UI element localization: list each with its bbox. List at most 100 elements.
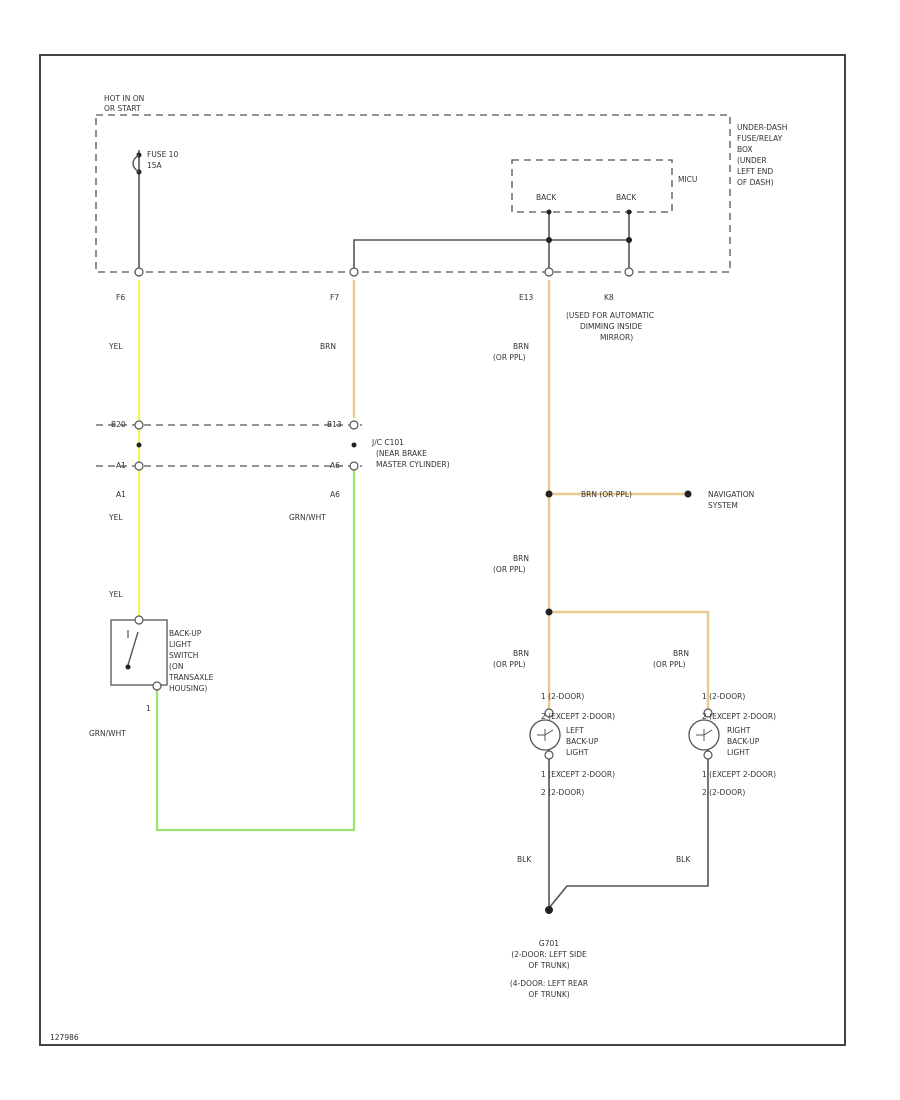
switch-label-line1: BACK-UP [169, 629, 202, 638]
switch-label-line5: TRANSAXLE [168, 673, 214, 682]
switch-label-line3: SWITCH [169, 651, 198, 660]
pin-a6 [349, 461, 359, 471]
left-light-pin-top-2: 2 (EXCEPT 2-DOOR) [541, 712, 615, 721]
splice-node [546, 237, 552, 243]
box-label-line1: UNDER-DASH [737, 123, 787, 132]
right-light-pin-bottom-2: 2 (2-DOOR) [702, 788, 745, 797]
micu-pin2-label: BACK [616, 193, 637, 202]
right-light-pin-top [703, 708, 713, 718]
used-for-line1: (USED FOR AUTOMATIC [566, 311, 654, 320]
switch-label-line2: LIGHT [169, 640, 192, 649]
fuse-name: FUSE 10 [147, 150, 178, 159]
right-light-label-2: BACK-UP [727, 737, 760, 746]
pin-b13 [349, 420, 359, 430]
hot-label-line2: OR START [104, 104, 141, 113]
pin-f7-label: F7 [330, 293, 339, 302]
pin-f6 [134, 267, 144, 277]
right-light-label-3: LIGHT [727, 748, 750, 757]
left-light-pin-bottom [544, 750, 554, 760]
micu-label: MICU [678, 175, 697, 184]
internal-bus-wire [353, 239, 629, 272]
box-label-line5: LEFT END [737, 167, 773, 176]
wire-label-grn-wht: GRN/WHT [289, 513, 326, 522]
connector-node [136, 442, 142, 448]
box-label-line2: FUSE/RELAY [737, 134, 783, 143]
wire-label-yel2: YEL [108, 513, 123, 522]
pin-a6-repeat-label: A6 [330, 490, 340, 499]
micu-outline [511, 159, 673, 213]
pin-a6-label: A6 [330, 461, 340, 470]
wire-label-brn2-l1: BRN [513, 342, 529, 351]
pin-a1 [134, 461, 144, 471]
navigation-label-line1: NAVIGATION [708, 490, 754, 499]
switch-pin-label: 1 [146, 704, 151, 713]
right-light-label-1: RIGHT [727, 726, 751, 735]
figure-id: 127986 [50, 1033, 79, 1042]
ground-label-5: OF TRUNK) [528, 990, 569, 999]
ground-label-2: (2-DOOR: LEFT SIDE [511, 950, 587, 959]
right-bulb-filament [696, 729, 713, 741]
wire-label-blk-right: BLK [676, 855, 691, 864]
micu-pin1-label: BACK [536, 193, 557, 202]
wire-label-brn: BRN [320, 342, 336, 351]
left-light-pin-bottom-1: 1 (EXCEPT 2-DOOR) [541, 770, 615, 779]
right-light-pin-bottom [703, 750, 713, 760]
switch-node [125, 664, 131, 670]
pin-k8 [624, 267, 634, 277]
right-light-pin-top-1: 1 (2-DOOR) [702, 692, 745, 701]
used-for-line3: MIRROR) [600, 333, 633, 342]
left-light-pin-top [544, 708, 554, 718]
left-light-label-2: BACK-UP [566, 737, 599, 746]
navigation-terminal [684, 490, 692, 498]
connector-label-line1: J/C C101 [371, 438, 404, 447]
wire-label-brn5-l2: (OR PPL) [653, 660, 686, 669]
wire-label-brn3-l1: BRN [513, 554, 529, 563]
wire-label-brn2-l2: (OR PPL) [493, 353, 526, 362]
switch-icon [127, 631, 139, 666]
pin-f6-label: F6 [116, 293, 125, 302]
switch-label-line4: (ON [169, 662, 183, 671]
pin-b20 [134, 420, 144, 430]
wire-label-yel3: YEL [108, 590, 123, 599]
box-label-line3: BOX [737, 145, 753, 154]
ground-label-4: (4-DOOR: LEFT REAR [510, 979, 588, 988]
wire-label-brn4-l1: BRN [513, 649, 529, 658]
pin-a1-label: A1 [116, 461, 126, 470]
ground-label-3: OF TRUNK) [528, 961, 569, 970]
wire-label-brn5-l1: BRN [673, 649, 689, 658]
diagram-frame [39, 54, 846, 1046]
wire-label-yel: YEL [108, 342, 123, 351]
pin-k8-label: K8 [604, 293, 614, 302]
ground-label-1: G701 [539, 939, 559, 948]
box-label-line4: (UNDER [737, 156, 767, 165]
fuse-icon [132, 154, 140, 173]
left-light-pin-top-1: 1 (2-DOOR) [541, 692, 584, 701]
switch-pin-bottom [152, 681, 162, 691]
pin-e13-label: E13 [519, 293, 534, 302]
wire-label-brn-nav: BRN (OR PPL) [581, 490, 632, 499]
brn-wire-right-light [549, 610, 710, 713]
pin-a1-repeat-label: A1 [116, 490, 126, 499]
connector-label-line2: (NEAR BRAKE [376, 449, 427, 458]
switch-pin-top [134, 615, 144, 625]
micu-pin-node [626, 209, 632, 215]
used-for-line2: DIMMING INSIDE [580, 322, 643, 331]
connector-label-line3: MASTER CYLINDER) [376, 460, 450, 469]
wire-label-blk-left: BLK [517, 855, 532, 864]
splice-node [545, 490, 553, 498]
right-light-pin-top-2: 2 (EXCEPT 2-DOOR) [702, 712, 776, 721]
hot-label-line1: HOT IN ON [104, 94, 144, 103]
pin-b20-label: B20 [111, 420, 126, 429]
pin-b13-label: B13 [327, 420, 342, 429]
pin-f7 [349, 267, 359, 277]
box-label-line6: OF DASH) [737, 178, 774, 187]
fuse-relay-box-outline [95, 114, 731, 273]
left-bulb-filament [537, 729, 554, 741]
grn-wht-wire [155, 470, 356, 832]
left-light-label-1: LEFT [566, 726, 584, 735]
connector-node [351, 442, 357, 448]
navigation-label-line2: SYSTEM [708, 501, 738, 510]
wire-label-brn4-l2: (OR PPL) [493, 660, 526, 669]
fuse-rating: 15A [147, 161, 163, 170]
